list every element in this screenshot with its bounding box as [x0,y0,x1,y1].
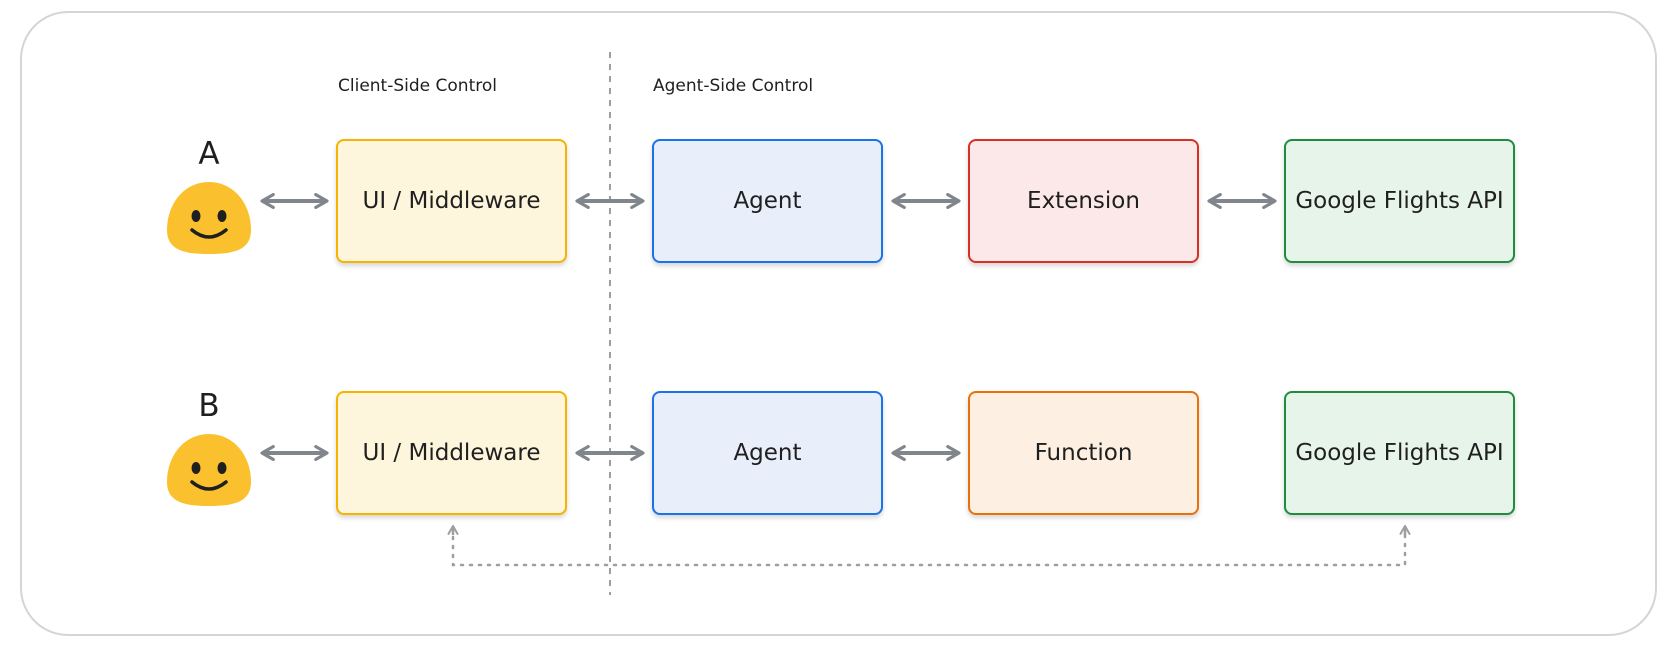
diagram-frame [20,11,1657,636]
node-label: Google Flights API [1295,187,1504,214]
row-a-letter: A [198,136,220,172]
node-label: Extension [1027,187,1140,214]
dotted-connector-line [451,526,1407,567]
node-label: Agent [733,187,802,214]
client-side-control-label: Client-Side Control [338,76,497,96]
node-label: Agent [733,439,802,466]
node-label: Google Flights API [1295,439,1504,466]
agent-node: Agent [652,139,883,263]
google-flights-api-node: Google Flights API [1284,139,1515,263]
agent-node: Agent [652,391,883,515]
function-node: Function [968,391,1199,515]
agent-side-control-label: Agent-Side Control [653,76,814,96]
smiley-face-icon [167,434,251,506]
node-label: Function [1034,439,1133,466]
row-b-letter: B [198,388,220,424]
ui-middleware-node: UI / Middleware [336,391,567,515]
node-label: UI / Middleware [362,187,541,214]
ui-middleware-node: UI / Middleware [336,139,567,263]
google-flights-api-node: Google Flights API [1284,391,1515,515]
node-label: UI / Middleware [362,439,541,466]
extension-node: Extension [968,139,1199,263]
smiley-face-icon [167,182,251,254]
